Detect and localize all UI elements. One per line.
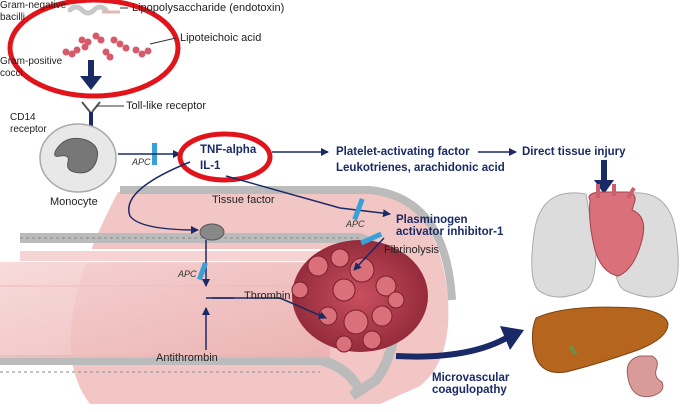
label-monocyte: Monocyte (50, 196, 98, 208)
label-toll: Toll-like receptor (126, 100, 207, 112)
gram-positive-cocci-icon (62, 32, 152, 61)
highlight-ellipse-cytokines (177, 131, 273, 183)
label-cd14: CD14 receptor (10, 112, 47, 135)
liver-icon (531, 306, 669, 374)
heart-icon (588, 184, 645, 277)
label-antithrombin: Antithrombin (156, 352, 218, 364)
label-gram-positive: Gram-positive cocci (0, 56, 63, 79)
gram-negative-bacilli-icon (67, 4, 120, 16)
fibrinolysis-bar (360, 231, 383, 246)
clot-icon (291, 240, 428, 353)
label-fibrinolysis: Fibrinolysis (384, 244, 440, 256)
organ-arrow-icon (594, 160, 614, 194)
label-tnf: TNF-alpha (200, 144, 257, 156)
label-il1: IL-1 (200, 160, 221, 172)
label-leuko: Leukotrienes, arachidonic acid (336, 162, 505, 174)
label-apc-pai: APC (346, 219, 365, 229)
label-gram-negative: Gram-negative bacilli (0, 0, 67, 23)
tissue-factor-icon (199, 223, 225, 241)
cd14-receptor-icon (81, 101, 101, 126)
label-paf: Platelet-activating factor (336, 146, 470, 158)
label-apc-vessel: APC (178, 269, 197, 279)
label-lps: Lipopolysaccharide (endotoxin) (132, 2, 285, 14)
label-pai: Plasminogen activator inhibitor-1 (396, 214, 504, 238)
label-tissue-factor: Tissue factor (212, 194, 275, 206)
monocyte-icon (39, 123, 117, 193)
apc-bar-pai (352, 197, 365, 221)
highlight-ellipse-pathogens (7, 0, 181, 99)
label-microvascular: Microvascular coagulopathy (432, 372, 510, 396)
label-thrombin: Thrombin (244, 290, 291, 302)
microvascular-arrow-icon (395, 333, 512, 360)
label-direct: Direct tissue injury (522, 146, 626, 158)
kidney-icon (626, 355, 664, 398)
label-lipoteichoic: Lipoteichoic acid (180, 32, 262, 44)
down-arrow-icon (80, 60, 102, 90)
label-apc-monocyte: APC (132, 157, 151, 167)
apc-bar-vessel (197, 261, 208, 281)
